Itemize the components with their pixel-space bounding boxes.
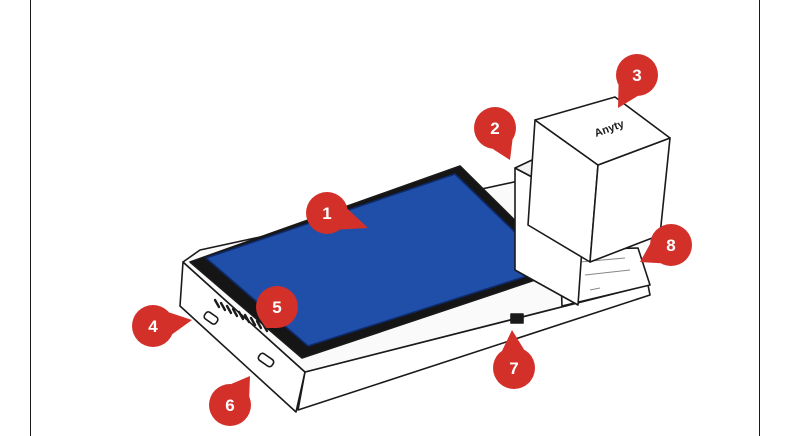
callout-number: 7 [509,359,518,378]
diagram-frame [30,0,760,436]
callout-pointer [169,312,192,335]
callout-number: 2 [490,119,499,138]
callout-number: 8 [666,236,675,255]
callout-number: 4 [148,317,158,336]
callout-4: 4 [132,305,192,347]
callout-circle [132,305,174,347]
callout-circle [493,347,535,389]
callout-markers: 1 2 3 4 5 6 7 8 [132,54,692,426]
callout-pointer [618,85,638,108]
callout-circle [209,384,251,426]
front-port [257,352,275,368]
callout-circle [256,286,298,328]
callout-circle [616,54,658,96]
printer-cube-top [534,96,671,166]
side-button [510,313,524,324]
callout-number: 6 [225,396,234,415]
callout-1: 1 [306,192,368,234]
callout-circle [474,107,516,149]
callout-number: 1 [322,204,331,223]
callout-2: 2 [474,107,516,160]
callout-6: 6 [209,376,251,426]
callout-pointer [502,330,525,351]
callout-3: 3 [616,54,658,108]
callout-7: 7 [493,330,535,389]
callout-8: 8 [640,224,692,266]
callout-number: 5 [272,298,281,317]
callout-5: 5 [256,286,298,328]
callout-circle [306,192,348,234]
speaker-grille [213,298,269,333]
side-port [203,311,219,325]
callout-circle [650,224,692,266]
callout-number: 3 [632,66,641,85]
